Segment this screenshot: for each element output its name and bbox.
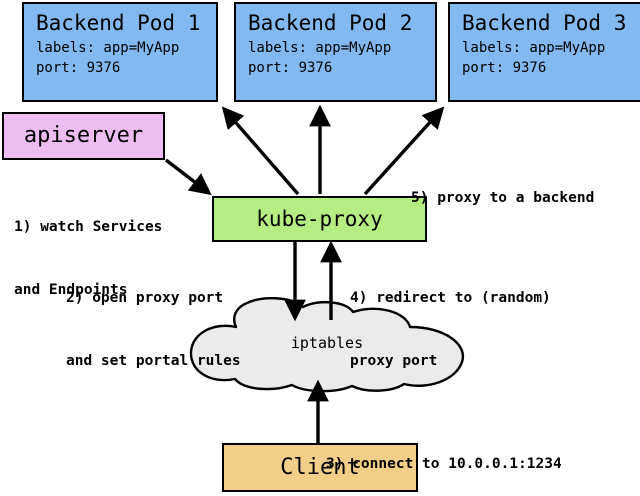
step-4-line-1: 4) redirect to (random) [350,290,551,306]
step-1-line-1: 1) watch Services [14,219,163,235]
step-5-line-1: 5) proxy to a backend [411,190,595,206]
step-3-line-1: 3) connect to 10.0.0.1:1234 [326,456,562,472]
arrow-kubeproxy-to-pod1 [221,106,300,196]
backend-pod-2-title: Backend Pod 2 [248,11,413,35]
node-backend-pod-1[interactable]: Backend Pod 1 labels: app=MyApp port: 93… [22,2,218,102]
step-1-line-2: and Endpoints [14,282,128,298]
kube-proxy-title: kube-proxy [256,207,383,231]
node-client[interactable]: Client [222,443,418,492]
step-2-line-1: 2) open proxy port [66,290,224,306]
step-2-label: 2) open proxy port and set portal rules [66,246,241,393]
backend-pod-1-labels: labels: app=MyApp [36,40,180,56]
backend-pod-3-port: port: 9376 [462,60,547,76]
step-5-label: 5) proxy to a backend [411,146,594,230]
node-kube-proxy[interactable]: kube-proxy [212,196,427,242]
backend-pod-1-port: port: 9376 [36,60,121,76]
step-2-line-2: and set portal rules [66,353,241,369]
node-iptables-label: iptables [290,334,364,352]
backend-pod-2-port: port: 9376 [248,60,333,76]
step-1-label: 1) watch Services and Endpoints [14,175,162,322]
arrow-apiserver-to-kubeproxy [164,158,212,196]
step-4-label: 4) redirect to (random) proxy port [350,246,551,393]
backend-pod-3-title: Backend Pod 3 [462,11,627,35]
iptables-cloud-shape [189,297,465,393]
backend-pod-2-labels: labels: app=MyApp [248,40,392,56]
node-backend-pod-2[interactable]: Backend Pod 2 labels: app=MyApp port: 93… [234,2,437,102]
apiserver-title: apiserver [23,123,144,148]
backend-pod-3-labels: labels: app=MyApp [462,40,606,56]
step-3-label: 3) connect to 10.0.0.1:1234 [326,412,562,496]
node-apiserver[interactable]: apiserver [2,112,165,160]
step-4-line-2: proxy port [350,353,438,369]
client-title: Client [280,454,360,480]
backend-pod-1-title: Backend Pod 1 [36,11,201,35]
node-backend-pod-3[interactable]: Backend Pod 3 labels: app=MyApp port: 93… [448,2,640,102]
arrow-kubeproxy-to-pod3 [363,106,445,196]
